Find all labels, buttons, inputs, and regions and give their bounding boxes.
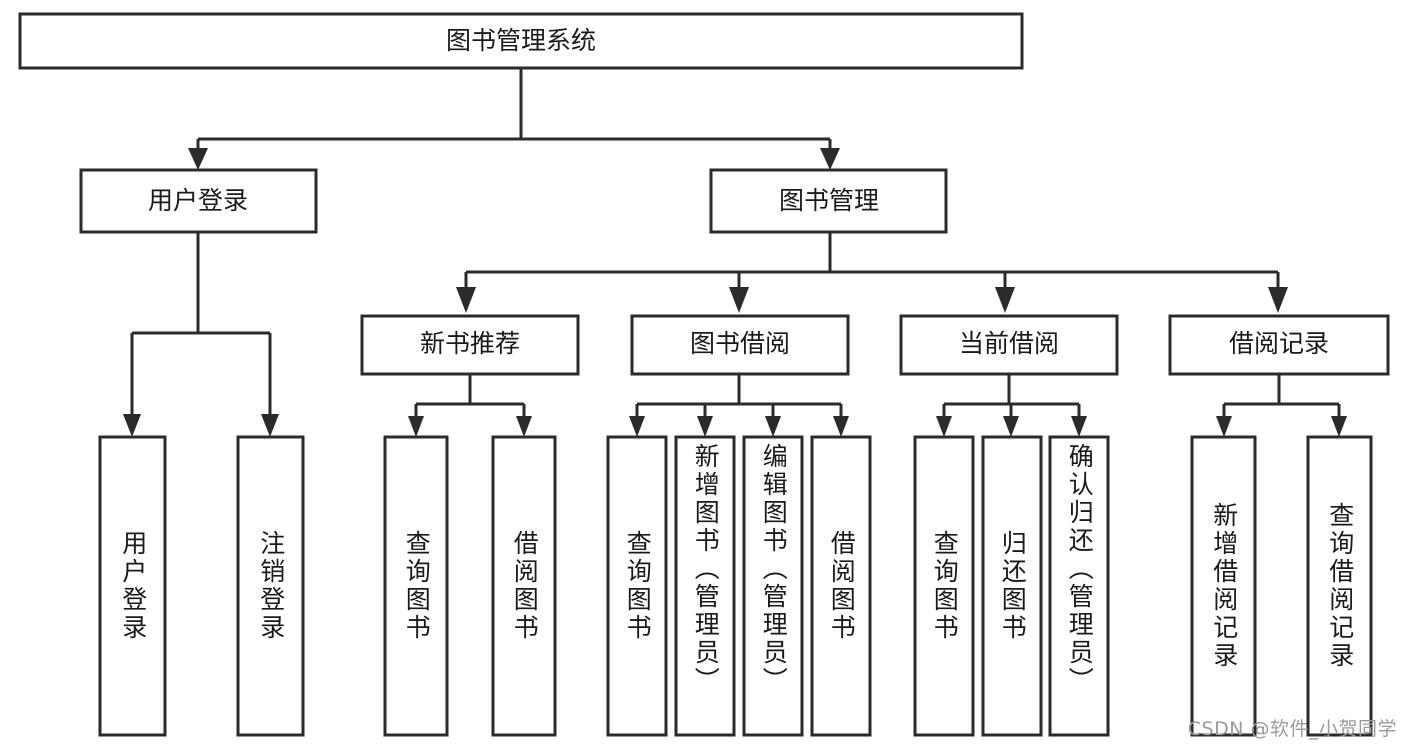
arrow-head-leaf-1 (629, 416, 645, 437)
leaf-box-new-book-2[interactable] (491, 435, 557, 737)
node-borrow-record-label: 借阅记录 (1229, 329, 1329, 358)
node-root-label: 图书管理系统 (446, 26, 596, 55)
connector-group-user-login (123, 232, 279, 437)
leaf-box-current-borrow-1[interactable] (913, 435, 975, 737)
arrow-head-leaf-2 (697, 416, 713, 437)
node-user-login-box[interactable] (79, 168, 318, 234)
leaf-box-borrow-record-2[interactable] (1306, 435, 1373, 737)
node-current-borrow[interactable]: 当前借阅 (899, 314, 1119, 376)
arrow-head-leaf-1 (123, 414, 141, 437)
arrow-head-leaf-2 (1331, 416, 1347, 437)
node-book-management-box[interactable] (709, 168, 948, 234)
node-user-login-label: 用户登录 (148, 186, 248, 215)
node-current-borrow-label: 当前借阅 (959, 329, 1059, 358)
arrow-head-leaf-4 (833, 416, 849, 437)
arrow-head-user-login (188, 148, 208, 170)
arrow-head-leaf-2 (1003, 416, 1019, 437)
arrow-head-leaf-1 (408, 416, 424, 437)
leaf-box-book-borrow-2[interactable] (674, 435, 736, 737)
connector-group-book-mgmt (456, 232, 1288, 313)
leaf-box-book-borrow-4[interactable] (810, 435, 872, 737)
watermark-text: CSDN @软件_小贺同学 (1187, 718, 1397, 740)
connector-group-current-borrow (936, 374, 1087, 437)
leaf-box-user-login-1[interactable] (98, 435, 167, 737)
arrow-head-l3-4 (1268, 287, 1288, 313)
node-borrow-record-box[interactable] (1168, 314, 1390, 376)
arrow-head-leaf-2 (516, 416, 532, 437)
arrow-head-l3-3 (995, 287, 1015, 313)
node-root[interactable]: 图书管理系统 (18, 12, 1024, 70)
leaf-box-new-book-1[interactable] (383, 435, 449, 737)
node-new-book-recommend-box[interactable] (360, 314, 580, 376)
node-borrow-record[interactable]: 借阅记录 (1168, 314, 1390, 376)
node-new-book-recommend[interactable]: 新书推荐 (360, 314, 580, 376)
arrow-head-leaf-3 (1071, 416, 1087, 437)
arrow-head-leaf-2 (261, 414, 279, 437)
leaf-box-current-borrow-2[interactable] (981, 435, 1043, 737)
node-book-borrow-label: 图书借阅 (690, 329, 790, 358)
leaf-box-user-login-2[interactable] (236, 435, 305, 737)
leaf-box-book-borrow-3[interactable] (742, 435, 804, 737)
connector-group-new-book-rec (408, 374, 532, 437)
arrow-head-l3-1 (456, 287, 476, 313)
node-new-book-recommend-label: 新书推荐 (420, 329, 520, 358)
node-root-box[interactable] (18, 12, 1024, 70)
arrow-head-leaf-1 (1216, 416, 1232, 437)
leaf-box-book-borrow-1[interactable] (606, 435, 668, 737)
node-user-login[interactable]: 用户登录 (79, 168, 318, 234)
node-book-management[interactable]: 图书管理 (709, 168, 948, 234)
node-book-borrow[interactable]: 图书借阅 (630, 314, 850, 376)
node-current-borrow-box[interactable] (899, 314, 1119, 376)
node-book-borrow-box[interactable] (630, 314, 850, 376)
connector-group-borrow-record (1216, 374, 1347, 437)
node-book-management-label: 图书管理 (779, 186, 879, 215)
arrow-head-leaf-1 (936, 416, 952, 437)
arrow-head-leaf-3 (765, 416, 781, 437)
leaf-box-current-borrow-3[interactable] (1048, 435, 1110, 737)
arrow-head-book-mgmt (820, 148, 840, 170)
connector-group-book-borrow (629, 374, 849, 437)
arrow-head-l3-2 (729, 287, 749, 313)
leaf-box-borrow-record-1[interactable] (1190, 435, 1257, 737)
connector-root-to-level2 (188, 68, 840, 170)
